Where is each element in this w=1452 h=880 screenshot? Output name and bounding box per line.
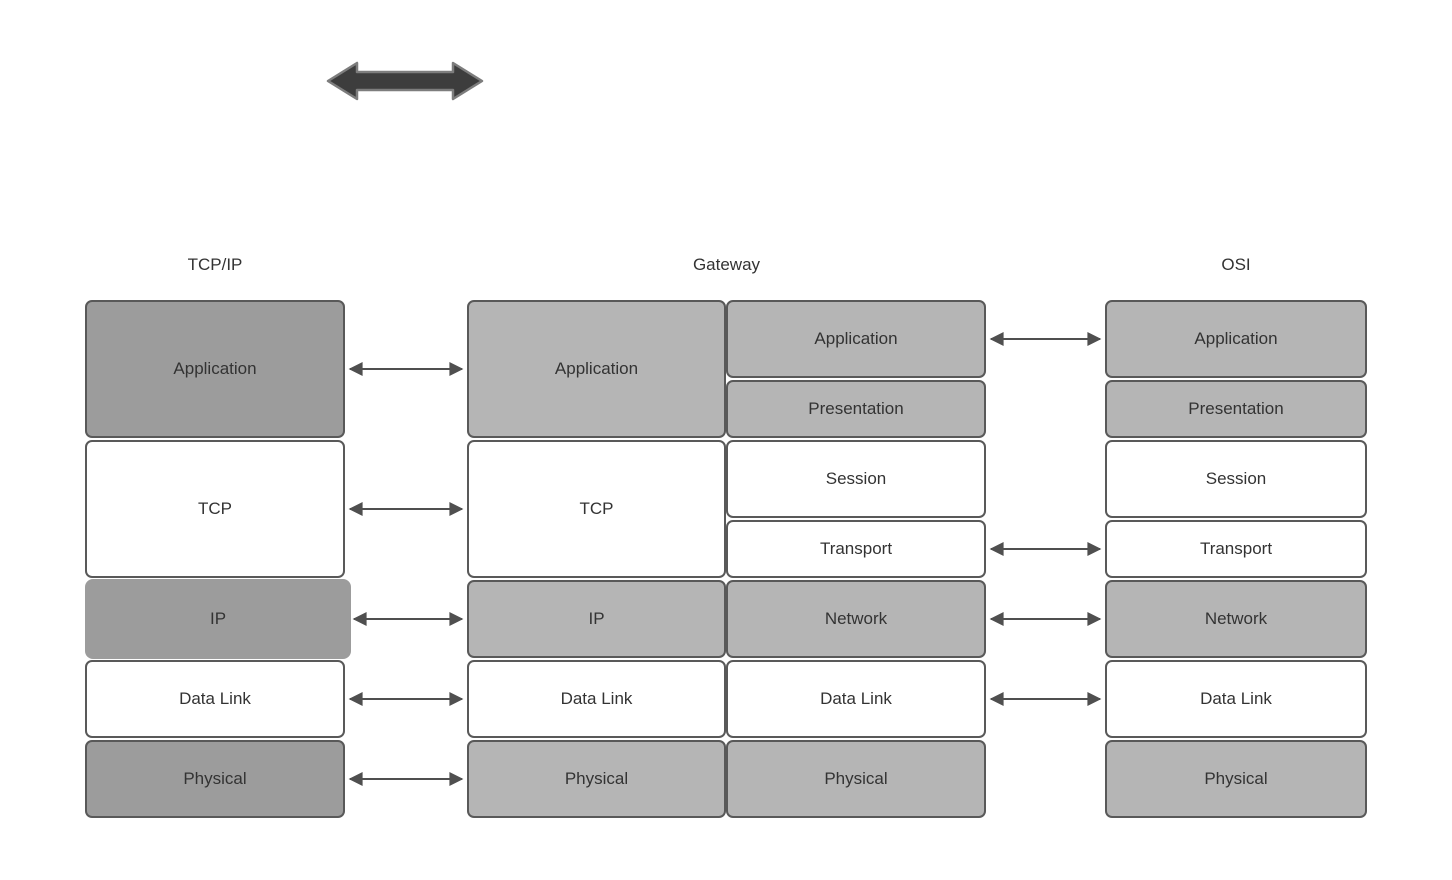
- tcpip-column-header: TCP/IP: [187, 255, 243, 274]
- gateway-right-layer-data-link: Data Link: [726, 660, 986, 738]
- osi-layer-session: Session: [1105, 440, 1367, 518]
- tcpip-layer-tcp: TCP: [85, 440, 345, 578]
- osi-layer-data-link: Data Link: [1105, 660, 1367, 738]
- gateway-left-layer-physical: Physical: [467, 740, 726, 818]
- gateway-right-layer-session: Session: [726, 440, 986, 518]
- osi-column-header: OSI: [1221, 255, 1251, 274]
- tcpip-layer-application: Application: [85, 300, 345, 438]
- gateway-right-layer-network: Network: [726, 580, 986, 658]
- gateway-left-layer-data-link: Data Link: [467, 660, 726, 738]
- gateway-right-layer-transport: Transport: [726, 520, 986, 578]
- gateway-right-layer-presentation: Presentation: [726, 380, 986, 438]
- osi-layer-network: Network: [1105, 580, 1367, 658]
- gateway-left-layer-tcp: TCP: [467, 440, 726, 578]
- gateway-column-header: Gateway: [692, 255, 761, 274]
- gateway-right-layer-application: Application: [726, 300, 986, 378]
- osi-layer-presentation: Presentation: [1105, 380, 1367, 438]
- osi-layer-transport: Transport: [1105, 520, 1367, 578]
- osi-layer-application: Application: [1105, 300, 1367, 378]
- gateway-left-layer-application: Application: [467, 300, 726, 438]
- tcpip-layer-physical: Physical: [85, 740, 345, 818]
- tcpip-layer-data-link: Data Link: [85, 660, 345, 738]
- gateway-right-layer-physical: Physical: [726, 740, 986, 818]
- thick-double-arrow-icon: [326, 61, 484, 101]
- thick-double-arrow-shape: [326, 61, 484, 101]
- gateway-left-layer-ip: IP: [467, 580, 726, 658]
- tcpip-layer-ip: IP: [85, 579, 351, 659]
- osi-layer-physical: Physical: [1105, 740, 1367, 818]
